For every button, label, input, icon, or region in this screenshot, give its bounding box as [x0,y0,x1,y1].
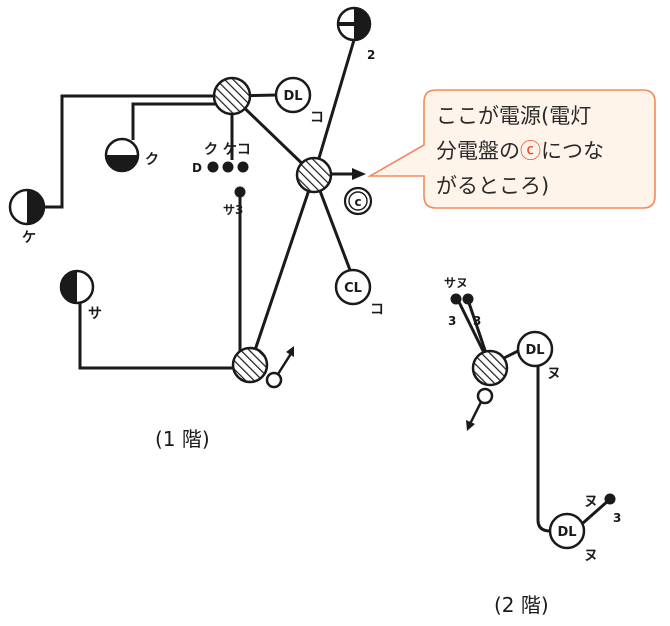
wall-light-sa [59,269,95,305]
floor-label-first: (1 階) [155,427,210,451]
label-ku: ク [145,152,159,168]
label-num-2: 2 [367,48,375,62]
switch-sa-3 [234,186,246,198]
switch-group-sa-nu [450,293,474,305]
callout-box: ここが電源(電灯 分電盤のⓒにつな がるところ) [366,89,656,209]
label-nu-3: ヌ [584,494,598,510]
label-ku-ke-ko: ク ケコ [204,142,251,158]
label-sa3: サ3 [223,203,243,217]
junction-box-bottom [231,346,269,384]
outlet-first-floor [265,346,294,389]
label-3-left: 3 [448,314,456,328]
svg-text:c: c [354,195,361,209]
svg-text:DL: DL [557,525,576,540]
ceiling-light-cl: CL [334,268,372,306]
label-ke: ケ [22,230,36,246]
svg-text:CL: CL [344,281,362,296]
label-nu-lower: ヌ [584,548,598,564]
junction-box-top [212,76,252,116]
callout-line-3: がるところ) [436,174,549,198]
label-ko-dl: コ [310,110,324,126]
label-ko-cl: コ [370,302,384,318]
label-nu-upper: ヌ [547,366,561,382]
switch-group-ku-ke-ko [207,161,249,173]
switch-nu-3 [604,493,616,505]
label-3-right: 3 [473,314,481,328]
junction-box-second-floor [471,349,509,387]
callout-line-1: ここが電源(電灯 [436,104,591,128]
junction-box-middle [295,156,333,194]
callout-line-2: 分電盤のⓒにつな [436,139,604,163]
power-source-c: c [343,186,373,216]
label-3-nu: 3 [613,511,621,525]
outlet-second-floor [466,387,494,431]
ceiling-light-2 [336,6,372,42]
svg-text:DL: DL [525,343,544,358]
label-sa: サ [88,306,102,322]
floor-label-second: (2 階) [494,593,549,617]
downlight-second-floor-upper: DL [516,330,554,368]
downlight-second-floor-lower: DL [548,512,586,550]
downlight-first-floor: DL [274,76,312,114]
label-sa-nu: サヌ [444,276,468,290]
svg-text:DL: DL [283,89,302,104]
pendant-light-ku [104,137,140,173]
wall-light-ke [8,188,46,226]
label-d: D [192,161,202,175]
